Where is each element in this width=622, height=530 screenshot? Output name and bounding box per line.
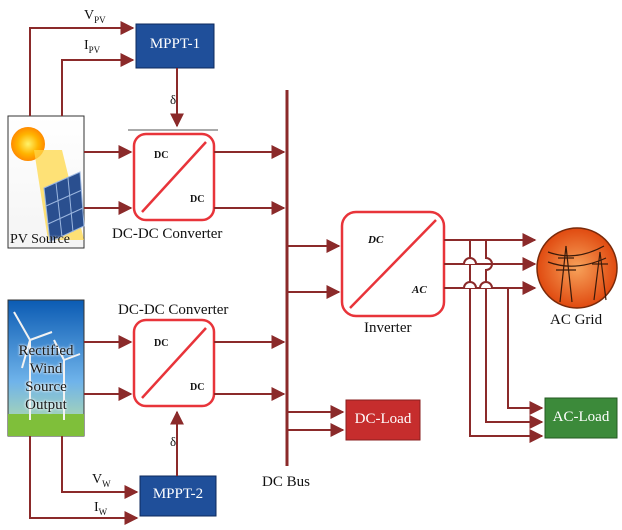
ac-grid-label: AC Grid <box>550 312 603 328</box>
inverter-grid-wires <box>444 233 537 295</box>
dcdc2-in-label: DC <box>154 338 169 349</box>
ipv-label: IPV <box>84 38 101 55</box>
pv-power-wires <box>84 145 133 215</box>
wind-turbine-icon <box>13 311 81 420</box>
pv-source-label: PV Source <box>10 232 71 247</box>
mppt-2-box <box>139 475 217 517</box>
dcdc-converter-2 <box>132 318 216 408</box>
wind-power-wires <box>84 335 133 401</box>
conv1-bus-wires <box>214 145 286 215</box>
inverter-in-label: DC <box>368 234 384 246</box>
inverter-label: Inverter <box>364 320 412 336</box>
bus-inverter-wires <box>287 239 341 299</box>
wind-source-block <box>7 299 85 437</box>
ac-load-label: AC-Load <box>552 409 610 425</box>
inverter-out-label: AC <box>412 284 427 296</box>
dc-load-box <box>345 399 421 441</box>
dcdc-converter-1 <box>128 129 218 222</box>
delta-2-label: δ <box>170 434 177 449</box>
iw-label: IW <box>94 500 108 517</box>
bus-dcload-wires <box>287 405 345 437</box>
ac-grid-icon <box>536 227 618 309</box>
dcdc1-caption: DC-DC Converter <box>112 226 223 242</box>
dcdc2-out-label: DC <box>190 382 205 393</box>
dc-load-label: DC-Load <box>354 411 412 427</box>
dc-bus-label: DC Bus <box>262 474 310 490</box>
wind-sense-wires <box>29 436 139 525</box>
dcdc1-in-label: DC <box>154 150 169 161</box>
pv-sense-wires <box>29 21 135 116</box>
inverter-acload-wires <box>469 240 544 443</box>
ac-load-box <box>544 397 618 439</box>
mppt-1-label: MPPT-1 <box>149 36 201 52</box>
mppt-2-label: MPPT-2 <box>152 486 204 502</box>
inverter-block <box>340 210 446 318</box>
vpv-label: VPV <box>84 8 106 25</box>
wind-source-label: Rectified Wind Source Output <box>18 343 74 413</box>
delta-1-label: δ <box>170 92 177 107</box>
vw-label: VW <box>92 472 111 489</box>
conv2-bus-wires <box>214 335 286 401</box>
solar-panel-icon <box>43 171 85 243</box>
dcdc2-caption: DC-DC Converter <box>118 302 229 318</box>
mppt-1-box <box>135 23 215 69</box>
dcdc1-out-label: DC <box>190 194 205 205</box>
pv-source-block <box>7 115 85 249</box>
